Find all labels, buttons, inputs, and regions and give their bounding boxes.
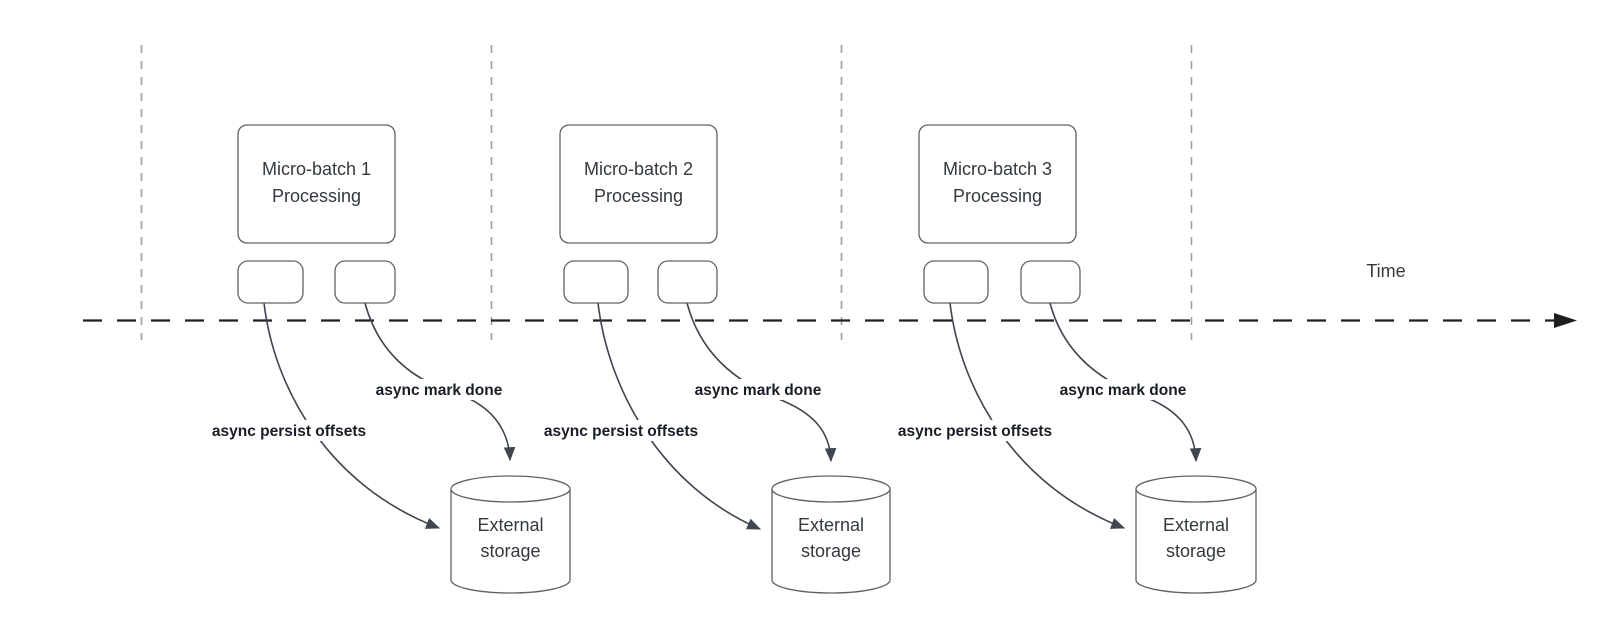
processing-box-title-line1: Micro-batch 3 bbox=[943, 159, 1052, 179]
offset-task-box bbox=[923, 260, 989, 304]
commit-task-box bbox=[657, 260, 718, 304]
mark-done-label: async mark done bbox=[376, 382, 503, 399]
processing-box bbox=[559, 124, 718, 244]
processing-box bbox=[918, 124, 1077, 244]
offset-task-box bbox=[563, 260, 629, 304]
processing-box-title-line2: Processing bbox=[953, 186, 1042, 206]
commit-task-box bbox=[1020, 260, 1081, 304]
micro-batch-group-1: async persist offsets async mark done Mi… bbox=[199, 124, 571, 594]
micro-batch-group-2: async persist offsets async mark done Mi… bbox=[531, 124, 891, 594]
cylinder-body bbox=[1135, 489, 1257, 594]
time-axis-arrow-icon bbox=[1554, 313, 1577, 328]
cylinder-body bbox=[771, 489, 891, 594]
cylinder-top bbox=[1135, 475, 1257, 503]
storage-label-line2: storage bbox=[1166, 541, 1226, 561]
storage-label-line1: External bbox=[477, 515, 543, 535]
processing-box-title-line1: Micro-batch 2 bbox=[584, 159, 693, 179]
commit-task-box bbox=[334, 260, 396, 304]
storage-label-line2: storage bbox=[480, 541, 540, 561]
time-axis: Time bbox=[83, 261, 1577, 328]
external-storage-cylinder: External storage bbox=[1135, 475, 1257, 594]
processing-box-title-line2: Processing bbox=[594, 186, 683, 206]
storage-label-line1: External bbox=[798, 515, 864, 535]
processing-box-title-line2: Processing bbox=[272, 186, 361, 206]
persist-offsets-arrow bbox=[949, 302, 1126, 529]
persist-label-bg bbox=[885, 420, 1065, 441]
mark-done-label-bg bbox=[682, 379, 834, 400]
time-axis-label: Time bbox=[1366, 261, 1405, 281]
storage-label-line2: storage bbox=[801, 541, 861, 561]
cylinder-body bbox=[450, 489, 571, 594]
micro-batch-group-3: async persist offsets async mark done Mi… bbox=[885, 124, 1257, 594]
processing-box bbox=[237, 124, 396, 244]
offset-task-box bbox=[237, 260, 304, 304]
persist-offsets-label: async persist offsets bbox=[544, 423, 698, 440]
mark-done-label-bg bbox=[1047, 379, 1199, 400]
mark-done-label: async mark done bbox=[1060, 382, 1187, 399]
persist-label-bg bbox=[531, 420, 711, 441]
external-storage-cylinder: External storage bbox=[450, 475, 571, 594]
mark-done-label: async mark done bbox=[695, 382, 822, 399]
mark-done-label-bg bbox=[363, 379, 515, 400]
persist-label-bg bbox=[199, 420, 379, 441]
persist-offsets-arrow bbox=[263, 302, 441, 529]
external-storage-cylinder: External storage bbox=[771, 475, 891, 594]
persist-offsets-label: async persist offsets bbox=[898, 423, 1052, 440]
interval-guides bbox=[140, 45, 1193, 340]
cylinder-top bbox=[771, 475, 891, 503]
processing-box-title-line1: Micro-batch 1 bbox=[262, 159, 371, 179]
persist-offsets-arrow bbox=[597, 302, 762, 530]
cylinder-top bbox=[450, 475, 571, 503]
storage-label-line1: External bbox=[1163, 515, 1229, 535]
persist-offsets-label: async persist offsets bbox=[212, 423, 366, 440]
